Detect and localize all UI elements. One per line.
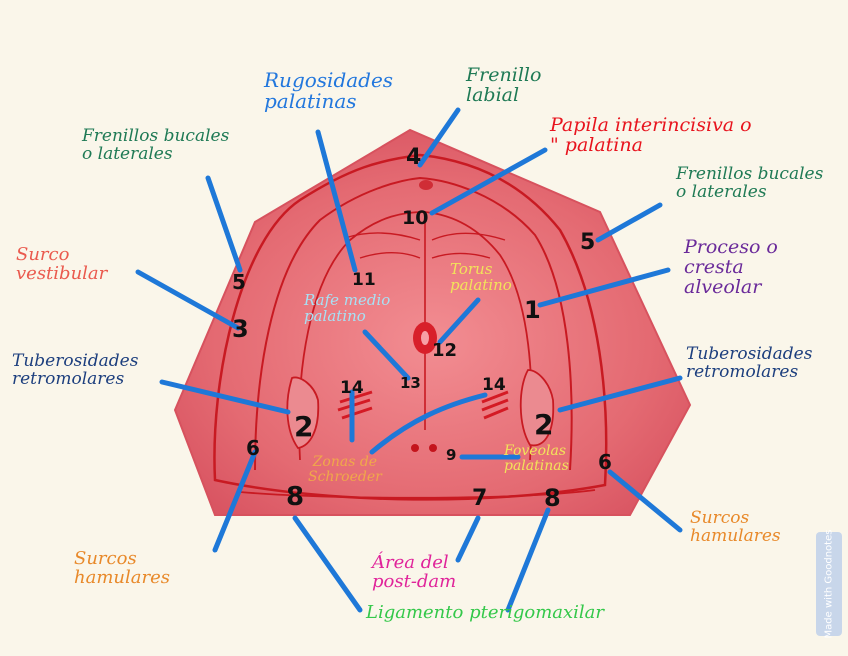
number-5-left: 5 bbox=[232, 270, 246, 294]
number-3: 3 bbox=[232, 315, 249, 343]
label-tuberosidades-left: Tuberosidades retromolares bbox=[12, 351, 139, 389]
number-2-right: 2 bbox=[534, 408, 554, 441]
foveola-right bbox=[429, 444, 437, 452]
rugae bbox=[344, 232, 506, 259]
number-12: 12 bbox=[432, 340, 458, 361]
pointer-lines bbox=[135, 107, 683, 613]
number-13: 13 bbox=[400, 374, 421, 392]
label-tuberosidades-right: Tuberosidades retromolares bbox=[686, 344, 813, 382]
number-5-right: 5 bbox=[580, 230, 596, 255]
palatal-vault bbox=[298, 211, 533, 461]
number-9: 9 bbox=[446, 446, 457, 464]
label-frenillos-bucales-right: Frenillos bucales o laterales bbox=[676, 164, 824, 202]
label-surcos-hamulares-left: Surcos hamulares bbox=[74, 548, 170, 588]
label-frenillo-labial: Frenillo labial bbox=[466, 64, 542, 106]
schroeder-zone-right bbox=[481, 390, 509, 420]
label-surcos-hamulares-right: Surcos hamulares bbox=[690, 508, 781, 546]
alveolar-ridge-inner bbox=[254, 176, 573, 471]
number-14-left: 14 bbox=[340, 378, 364, 398]
number-1: 1 bbox=[524, 296, 541, 324]
number-8-right: 8 bbox=[544, 484, 561, 512]
label-foveolas-palatinas: Foveolas palatinas bbox=[504, 443, 569, 474]
number-8-left: 8 bbox=[286, 482, 305, 512]
label-papila-interincisiva: Papila interincisiva o " palatina bbox=[550, 114, 752, 156]
number-7: 7 bbox=[472, 486, 488, 511]
label-surco-vestibular: Surco vestibular bbox=[16, 244, 108, 284]
number-10: 10 bbox=[402, 207, 429, 229]
goodnotes-watermark: Made with Goodnotes bbox=[816, 529, 842, 639]
label-ligamento-pterigomaxilar: Ligamento pterigomaxilar bbox=[366, 602, 604, 623]
label-post-dam: Área del post-dam bbox=[372, 552, 457, 592]
incisive-papilla bbox=[419, 180, 433, 190]
torus-center bbox=[421, 331, 429, 345]
number-6-left: 6 bbox=[246, 436, 260, 460]
watermark-text: Made with Goodnotes bbox=[823, 529, 835, 639]
number-14-right: 14 bbox=[482, 375, 506, 395]
foveola-left bbox=[411, 444, 419, 452]
label-zonas-schroeder: Zonas de Schroeder bbox=[308, 454, 382, 485]
label-rugosidades-palatinas: Rugosidades palatinas bbox=[264, 68, 394, 113]
label-proceso-cresta-alveolar: Proceso o cresta alveolar bbox=[684, 236, 778, 298]
post-dam-line bbox=[239, 489, 596, 499]
label-frenillos-bucales-left: Frenillos bucales o laterales bbox=[82, 126, 230, 164]
number-2-left: 2 bbox=[294, 410, 314, 443]
number-6-right: 6 bbox=[598, 450, 612, 474]
number-4: 4 bbox=[406, 145, 422, 170]
label-torus-palatino: Torus palatino bbox=[450, 260, 512, 294]
number-11: 11 bbox=[352, 270, 376, 290]
label-rafe-medio-palatino: Rafe medio palatino bbox=[304, 291, 391, 325]
tuberosity-right bbox=[519, 369, 555, 447]
